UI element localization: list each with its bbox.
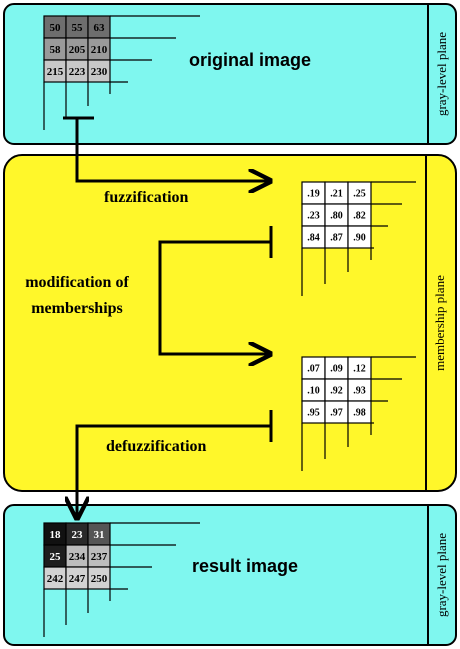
top-panel-box — [3, 3, 457, 145]
membership-grid-modified-value: .07 — [307, 364, 320, 375]
result-image-grid: 18 23 31 25 234 237 242 247 250 — [43, 522, 200, 637]
original-image-grid-value: 58 — [50, 44, 62, 56]
original-image-grid-value: 210 — [91, 44, 108, 56]
bottom-side-label: gray-level plane — [434, 533, 449, 617]
result-image-grid-cell — [87, 566, 111, 590]
result-image-grid-value: 25 — [50, 551, 62, 563]
result-image-grid-value: 18 — [50, 529, 62, 541]
top-panel: gray-level plane 50 55 63 58 205 210 215 223 230… — [3, 3, 457, 145]
original-image-grid-value: 63 — [94, 22, 106, 34]
membership-grid-initial-value: .82 — [353, 211, 366, 222]
top-side-label: gray-level plane — [434, 32, 449, 116]
fuzzification-label: fuzzification — [104, 189, 189, 206]
membership-grid-modified-value: .95 — [307, 408, 320, 419]
membership-grid-modified-value: .12 — [353, 364, 366, 375]
original-image-grid-value: 223 — [69, 66, 86, 78]
membership-grid-initial: .19 .21 .25 .23 .80 .82 .84 .87 .90 — [301, 181, 416, 296]
original-image-grid-value: 205 — [69, 44, 86, 56]
membership-grid-initial-value: .21 — [330, 189, 343, 200]
membership-grid-modified-value: .92 — [330, 386, 343, 397]
membership-grid-initial-value: .19 — [307, 189, 320, 200]
bottom-panel-box — [3, 504, 457, 646]
membership-grid-initial-value: .84 — [307, 233, 320, 244]
membership-grid-initial-cell — [347, 225, 372, 249]
membership-grid-initial-value: .23 — [307, 211, 320, 222]
original-image-grid: 50 55 63 58 205 210 215 223 230 — [43, 15, 200, 130]
membership-grid-modified-value: .98 — [353, 408, 366, 419]
membership-grid-modified-value: .09 — [330, 364, 343, 375]
result-image-grid-value: 250 — [91, 573, 108, 585]
defuzzification-label: defuzzification — [106, 438, 207, 455]
modification-label-line1: modification of — [25, 274, 129, 291]
middle-panel-box — [3, 154, 457, 492]
membership-grid-modified-value: .97 — [330, 408, 343, 419]
membership-grid-modified: .07 .09 .12 .10 .92 .93 .95 .97 .98 — [301, 356, 416, 471]
result-image-grid-value: 23 — [72, 529, 84, 541]
original-image-grid-value: 230 — [91, 66, 108, 78]
membership-grid-modified-value: .93 — [353, 386, 366, 397]
flow-connectors — [63, 116, 273, 518]
original-image-grid-cell — [87, 59, 111, 83]
membership-grid-modified-value: .10 — [307, 386, 320, 397]
fuzzification-arrow — [75, 118, 270, 181]
result-image-grid-value: 237 — [91, 551, 108, 563]
defuzzification-arrow — [77, 424, 271, 518]
result-image-grid-value: 234 — [69, 551, 86, 563]
membership-grid-modified-cell — [347, 400, 372, 424]
membership-grid-initial-value: .25 — [353, 189, 366, 200]
membership-grid-initial-value: .80 — [330, 211, 343, 222]
result-image-title: result image — [192, 556, 298, 576]
original-image-grid-value: 215 — [47, 66, 64, 78]
middle-panel: membership plane .19 .21 .25 .23 .80 .82 .84 .8… — [3, 154, 457, 492]
original-image-grid-value: 50 — [50, 22, 62, 34]
result-image-grid-value: 247 — [69, 573, 86, 585]
original-image-title: original image — [189, 50, 311, 70]
membership-grid-initial-value: .87 — [330, 233, 343, 244]
membership-grid-initial-value: .90 — [353, 233, 366, 244]
modification-label-line2: memberships — [31, 300, 123, 317]
membership-plane-label: membership plane — [432, 275, 447, 371]
modification-arrow — [158, 240, 271, 354]
result-image-grid-value: 31 — [94, 529, 105, 541]
original-image-grid-value: 55 — [72, 22, 84, 34]
bottom-panel: gray-level plane 18 23 31 25 234 237 242 247 250… — [3, 504, 457, 646]
result-image-grid-value: 242 — [47, 573, 64, 585]
